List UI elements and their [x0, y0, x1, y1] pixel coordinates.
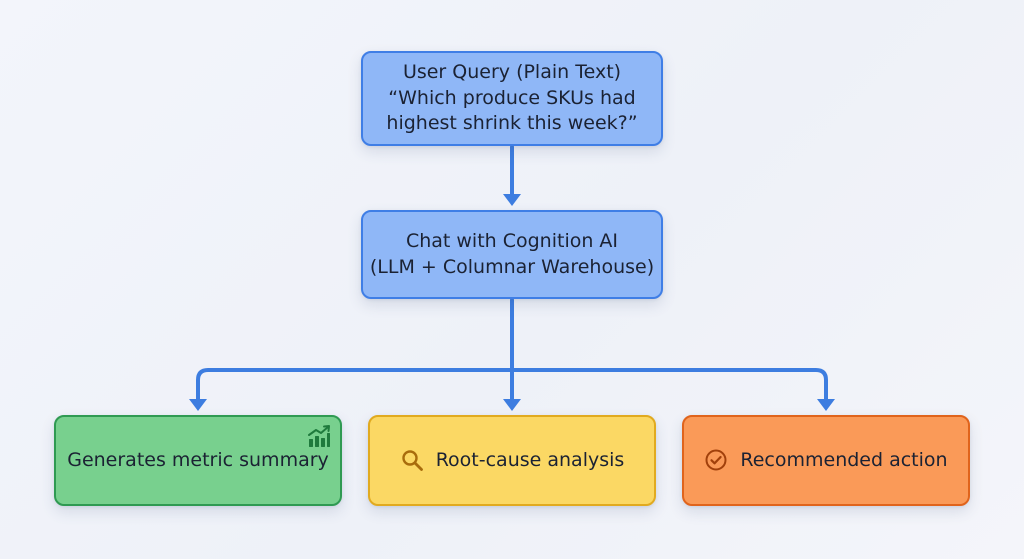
recommended-action-node: Recommended action	[682, 415, 970, 506]
chat-ai-title: Chat with Cognition AI	[405, 229, 619, 252]
check-circle-icon	[705, 449, 727, 471]
root-cause-label: Root-cause analysis	[435, 448, 625, 471]
magnifier-icon	[402, 450, 423, 472]
arrowhead-root-cause	[503, 399, 521, 411]
chat-ai-subtitle: (LLM + Columnar Warehouse)	[369, 255, 655, 278]
root-cause-node: Root-cause analysis	[368, 415, 656, 506]
user-query-text-line2: highest shrink this week?”	[386, 112, 638, 135]
branch-connector	[196, 298, 828, 402]
arrowhead-action	[817, 399, 835, 411]
user-query-text-line1: “Which produce SKUs had	[388, 86, 636, 109]
bar-chart-trend-icon	[308, 425, 330, 447]
recommended-action-label: Recommended action	[740, 448, 948, 471]
user-query-title: User Query (Plain Text)	[402, 61, 622, 84]
metric-summary-label: Generates metric summary	[67, 448, 329, 471]
chat-ai-node: Chat with Cognition AI (LLM + Columnar W…	[361, 210, 663, 299]
arrow-query-to-chat	[503, 145, 521, 206]
user-query-node: User Query (Plain Text) “Which produce S…	[361, 51, 663, 146]
metric-summary-node: Generates metric summary	[54, 415, 342, 506]
arrowhead-metric	[189, 399, 207, 411]
